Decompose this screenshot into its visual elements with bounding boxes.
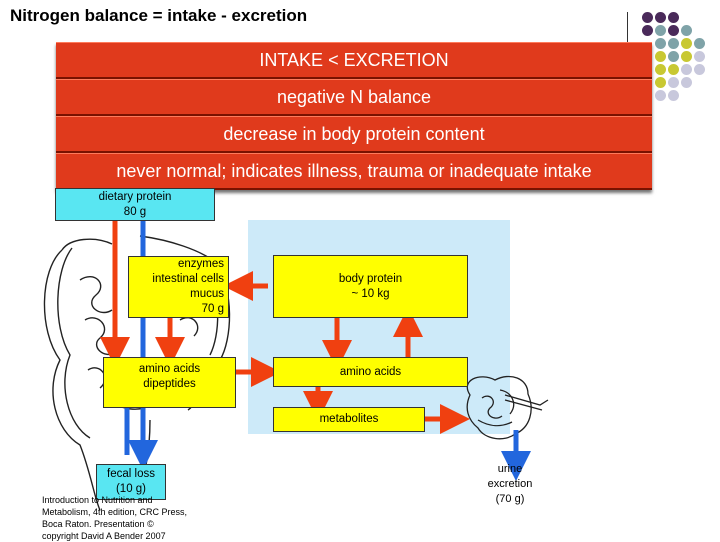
metabolites-label: metabolites — [319, 413, 379, 425]
urine-line1: urine — [497, 463, 523, 475]
gut-secretions-line1: enzymes — [177, 258, 224, 270]
body-protein-amount: ~ 10 kg — [351, 287, 390, 300]
gut-amino-acids-line1: amino acids — [138, 363, 201, 375]
plasma-amino-acids-box: amino acids — [273, 357, 468, 387]
dietary-protein-box: dietary protein 80 g — [55, 188, 215, 221]
fecal-loss-box: fecal loss (10 g) — [96, 464, 166, 500]
metabolites-box: metabolites — [273, 407, 425, 432]
gut-secretions-box: enzymes intestinal cells mucus 70 g — [128, 256, 229, 318]
page-title: Nitrogen balance = intake - excretion — [10, 6, 308, 25]
plasma-amino-acids-label: amino acids — [339, 365, 402, 378]
dietary-protein-label: dietary protein — [98, 190, 172, 203]
decorative-dot-grid — [640, 10, 720, 110]
band-interpretation: never normal; indicates illness, trauma … — [56, 153, 652, 190]
urine-caption: urine excretion (70 g) — [470, 462, 550, 507]
gut-secretions-line2: intestinal cells — [152, 273, 224, 285]
urine-line3: (70 g) — [495, 493, 525, 505]
gut-secretions-line3: mucus — [190, 288, 224, 300]
fecal-loss-label: fecal loss — [107, 468, 155, 480]
band-protein-content: decrease in body protein content — [56, 116, 652, 153]
fecal-loss-amount: (10 g) — [115, 483, 147, 495]
band-intake-excretion: INTAKE < EXCRETION — [56, 42, 652, 79]
gut-secretions-line4: 70 g — [201, 303, 224, 315]
dietary-protein-amount: 80 g — [123, 205, 147, 218]
credit-text: Introduction to Nutrition and Metabolism… — [42, 495, 188, 541]
kidney-drawing — [466, 375, 549, 440]
body-protein-label: body protein — [338, 272, 403, 285]
urine-line2: excretion — [487, 478, 533, 490]
gut-amino-acids-line2: dipeptides — [143, 378, 196, 390]
body-protein-box: body protein ~ 10 kg — [273, 255, 468, 318]
gut-amino-acids-box: amino acids dipeptides — [103, 357, 236, 408]
band-negative-balance: negative N balance — [56, 79, 652, 116]
title-divider — [627, 12, 628, 52]
intestine-drawing — [43, 235, 231, 511]
